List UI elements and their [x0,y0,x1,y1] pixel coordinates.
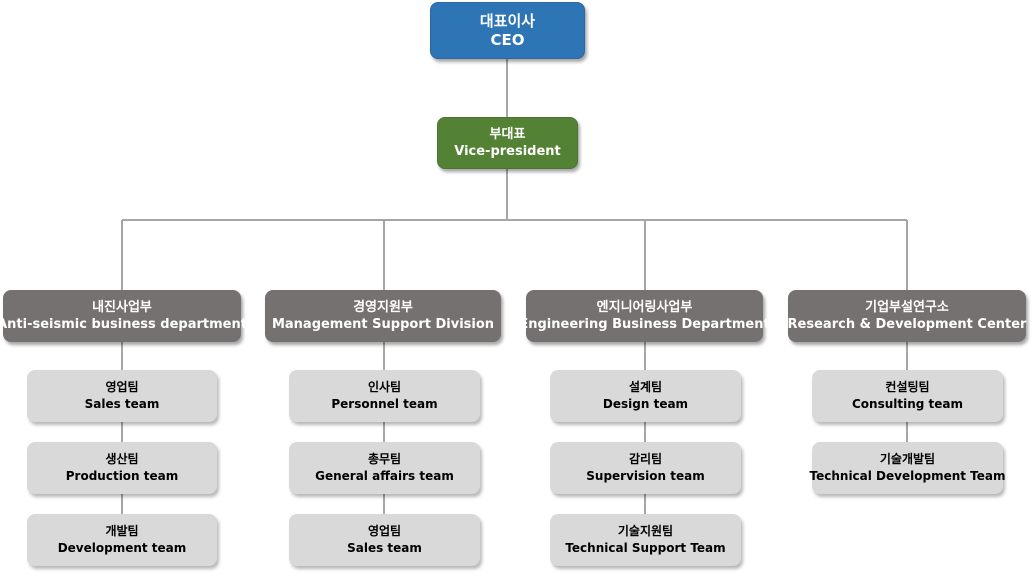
team-technical-support: 기술지원팀 Technical Support Team [550,514,741,566]
team-consulting: 컨설팅팀 Consulting team [812,370,1003,422]
team-design: 설계팀 Design team [550,370,741,422]
team-title-en: Development team [57,541,187,555]
dept-title-en: Research & Development Center [787,317,1027,332]
team-title-ko: 생산팀 [105,452,139,466]
dept-research-development: 기업부설연구소 Research & Development Center [788,290,1026,342]
team-title-ko: 영업팀 [105,380,139,394]
dept-title-en: Management Support Division [271,317,495,332]
team-title-en: Consulting team [851,397,964,411]
team-title-en: General affairs team [315,469,454,483]
team-title-ko: 총무팀 [367,452,402,466]
team-title-ko: 감리팀 [628,452,663,466]
team-title-en: Sales team [84,397,160,411]
dept-title-ko: 경영지원부 [353,300,413,315]
team-title-en: Supervision team [586,469,705,483]
dept-title-en: Anti-seismic business department [0,317,247,332]
team-personnel: 인사팀 Personnel team [289,370,480,422]
team-title-ko: 영업팀 [367,524,402,538]
team-general-affairs: 총무팀 General affairs team [289,442,480,494]
team-sales: 영업팀 Sales team [27,370,217,422]
team-technical-development: 기술개발팀 Technical Development Team [809,442,1006,494]
team-production: 생산팀 Production team [27,442,217,494]
dept-title-en: Engineering Business Department [519,317,770,332]
ceo-title-ko: 대표이사 [479,11,536,30]
team-title-ko: 인사팀 [367,380,402,394]
team-title-ko: 기술지원팀 [617,524,674,538]
vice-president-box: 부대표 Vice-president [437,117,578,169]
vice-president-title-en: Vice-president [454,144,561,159]
team-title-ko: 설계팀 [628,380,663,394]
dept-title-ko: 내진사업부 [92,300,152,315]
team-title-ko: 컨설팅팀 [885,380,930,394]
dept-engineering-business: 엔지니어링사업부 Engineering Business Department [519,290,770,342]
team-title-en: Personnel team [331,397,438,411]
ceo-title-en: CEO [490,30,525,49]
ceo-box: 대표이사 CEO [430,2,585,59]
vice-president-title-ko: 부대표 [489,127,526,142]
team-supervision: 감리팀 Supervision team [550,442,741,494]
team-development: 개발팀 Development team [27,514,217,566]
team-title-ko: 기술개발팀 [879,452,936,466]
dept-anti-seismic: 내진사업부 Anti-seismic business department [0,290,247,342]
team-title-ko: 개발팀 [105,524,139,538]
dept-management-support: 경영지원부 Management Support Division [265,290,501,342]
dept-title-ko: 엔지니어링사업부 [596,300,693,315]
dept-title-ko: 기업부설연구소 [865,300,949,315]
team-title-en: Production team [65,469,179,483]
team-title-en: Technical Development Team [809,469,1006,483]
team-title-en: Sales team [347,541,422,555]
team-title-en: Design team [602,397,689,411]
team-sales: 영업팀 Sales team [289,514,480,566]
team-title-en: Technical Support Team [565,541,726,555]
